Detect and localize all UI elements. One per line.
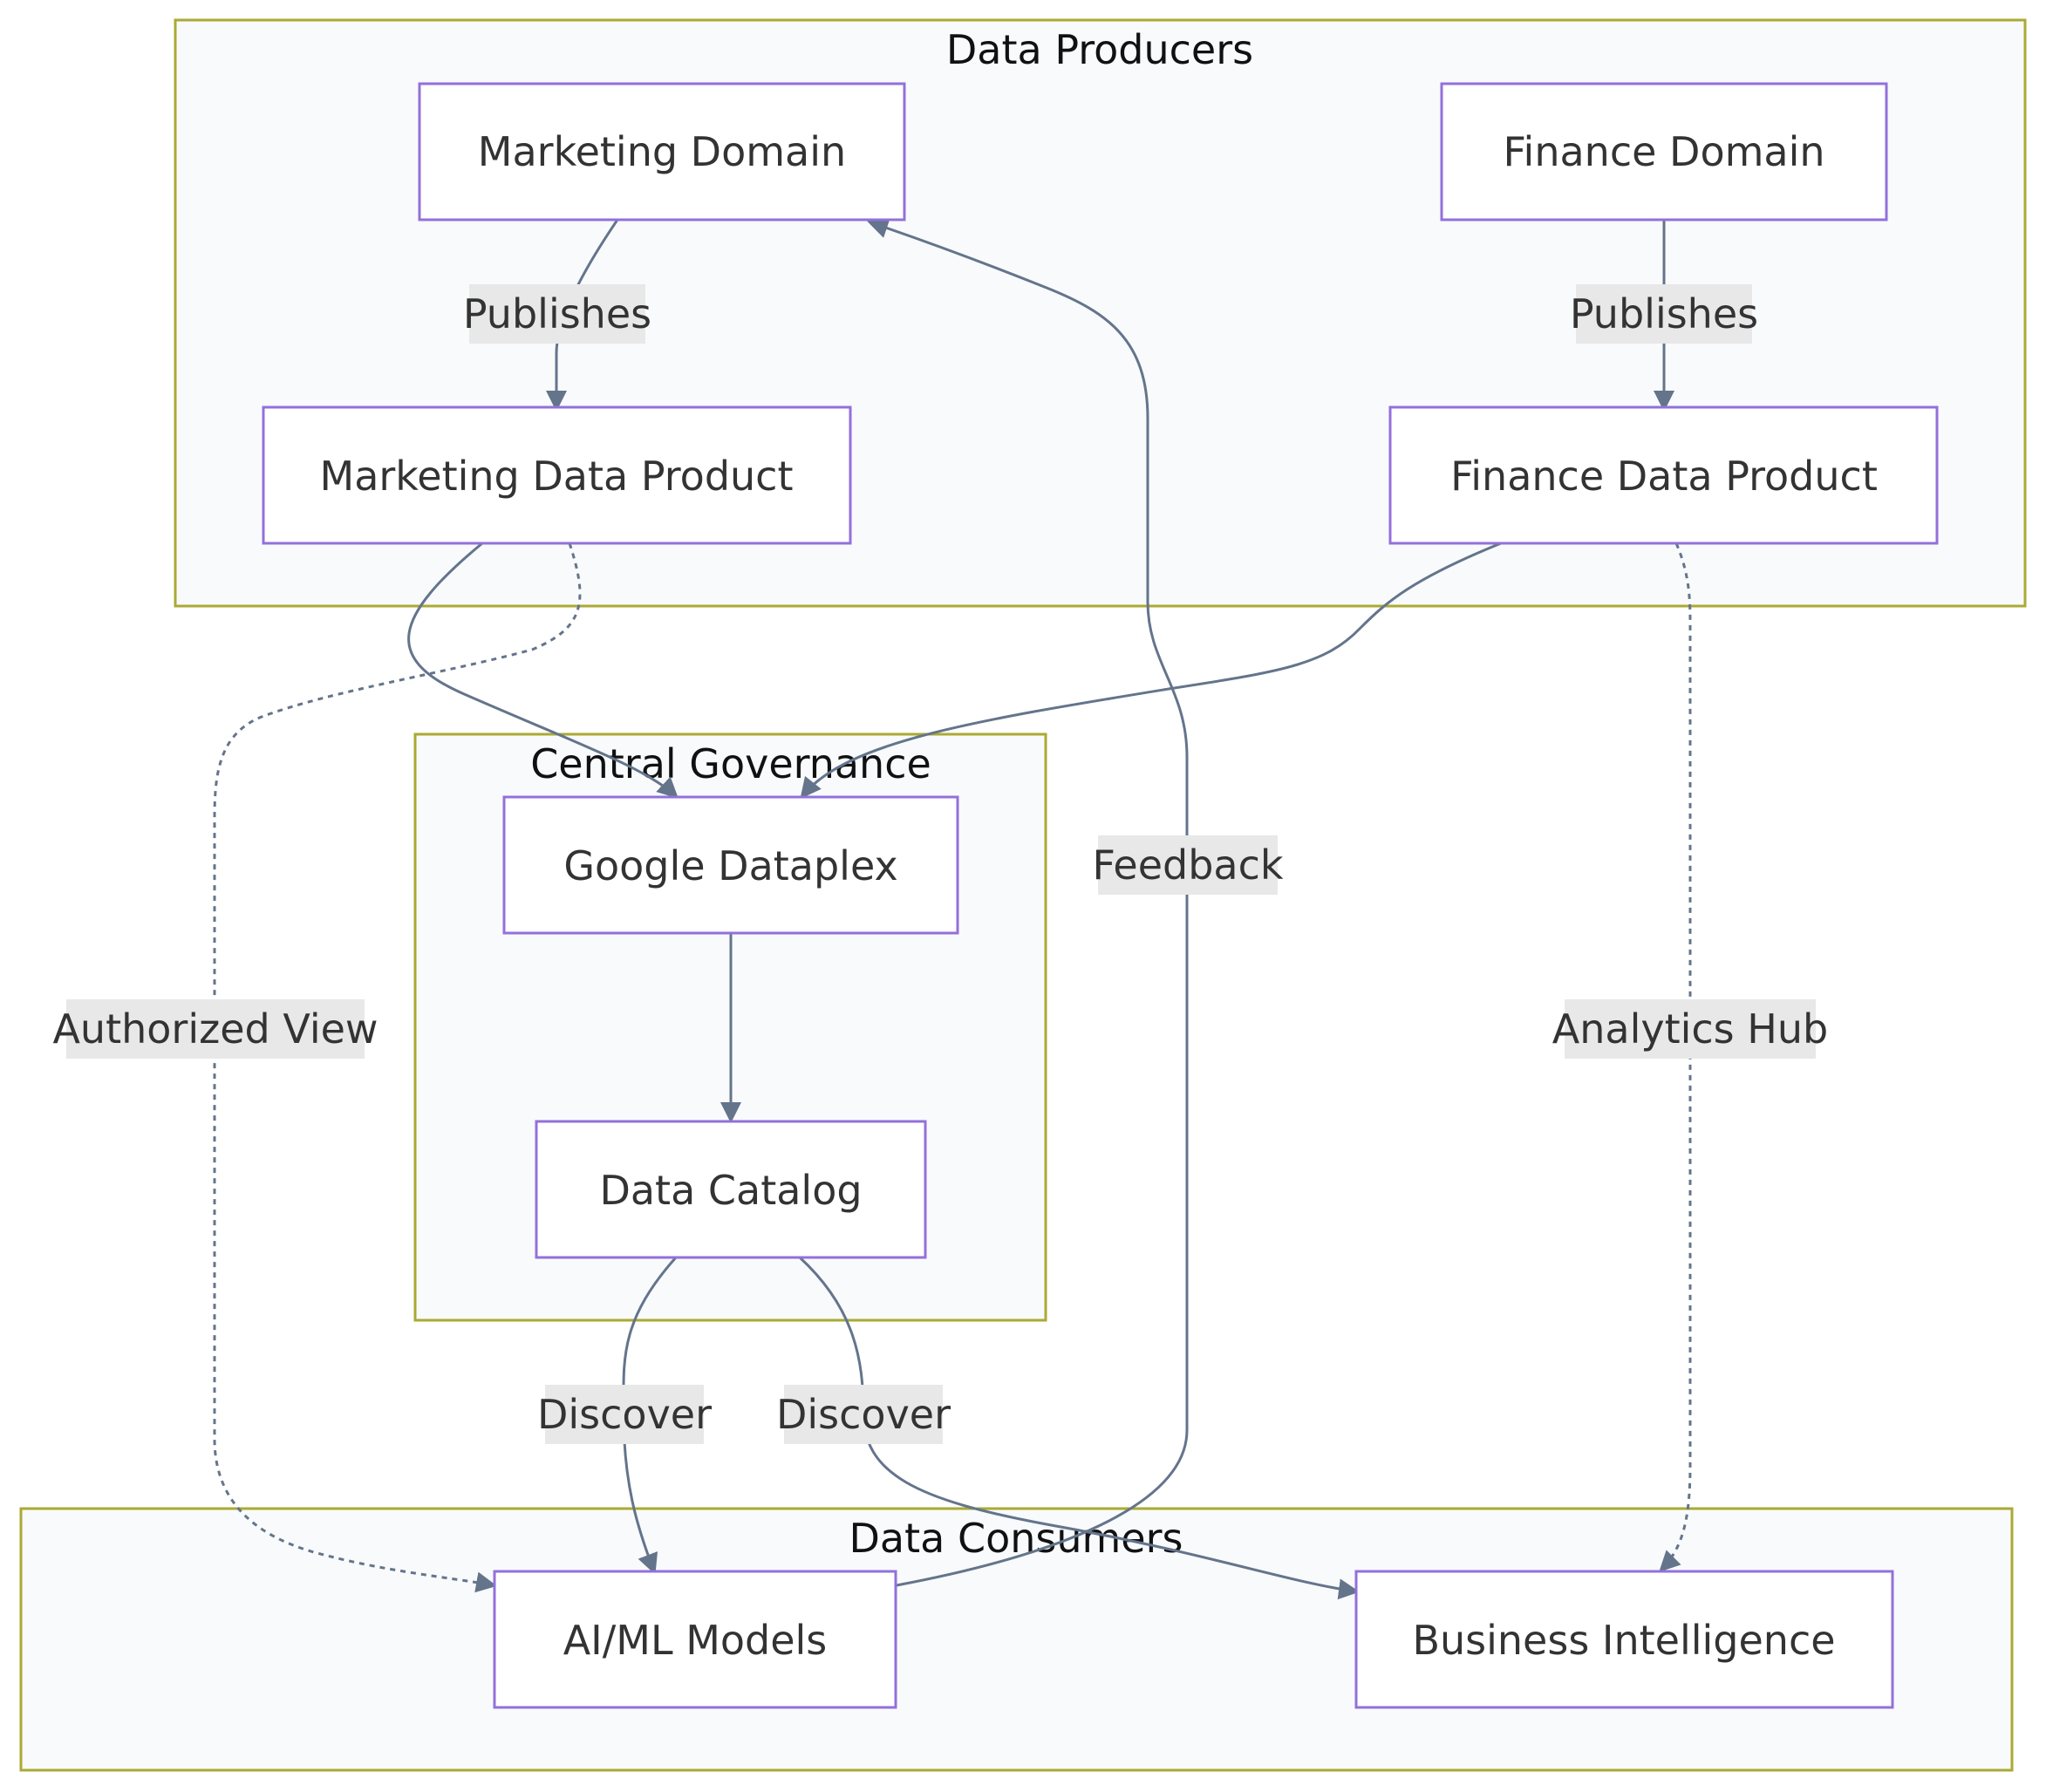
edge-marketing-product-to-dataplex (407, 542, 679, 799)
edge-labels: Publishes Publishes Authorized View Feed… (52, 284, 1828, 1444)
node-business-intelligence[interactable]: Business Intelligence (1354, 1570, 1894, 1709)
edge-finance-product-to-dataplex (800, 542, 1502, 800)
node-label: Marketing Data Product (320, 453, 794, 500)
node-label: Business Intelligence (1412, 1617, 1835, 1664)
svg-text:Publishes: Publishes (1570, 290, 1758, 337)
edge-label-authorized-view: Authorized View (52, 999, 379, 1059)
svg-text:Authorized View: Authorized View (52, 1005, 378, 1053)
edge-finance-product-analytics-hub-to-bi (1659, 542, 1692, 1572)
edge-catalog-to-bi (798, 1256, 1360, 1600)
edge-aiml-feedback-to-marketing-domain (867, 218, 1189, 1587)
node-label: Google Dataplex (563, 842, 897, 889)
svg-text:Publishes: Publishes (463, 290, 651, 337)
node-label: Finance Domain (1503, 128, 1824, 175)
cluster-title-governance: Central Governance (530, 740, 931, 787)
svg-text:Discover: Discover (776, 1391, 951, 1438)
node-label: Marketing Domain (478, 128, 846, 175)
cluster-title-producers: Data Producers (946, 26, 1253, 73)
edge-marketing-product-authorized-view-to-aiml (213, 542, 582, 1593)
node-finance-domain[interactable]: Finance Domain (1440, 82, 1888, 221)
node-label: AI/ML Models (563, 1617, 828, 1664)
edge-label-feedback: Feedback (1092, 835, 1284, 895)
svg-text:Discover: Discover (537, 1391, 712, 1438)
edge-label-discover-bi: Discover (776, 1385, 951, 1444)
node-google-dataplex[interactable]: Google Dataplex (502, 795, 959, 935)
node-data-catalog[interactable]: Data Catalog (535, 1120, 927, 1259)
svg-text:Feedback: Feedback (1092, 841, 1283, 889)
node-marketing-data-product[interactable]: Marketing Data Product (262, 405, 852, 545)
edges (213, 218, 1692, 1600)
node-label: Data Catalog (599, 1167, 862, 1214)
edge-label-discover-aiml: Discover (537, 1385, 712, 1444)
node-marketing-domain[interactable]: Marketing Domain (418, 82, 906, 221)
svg-text:Analytics Hub: Analytics Hub (1552, 1005, 1828, 1053)
cluster-title-consumers: Data Consumers (849, 1515, 1183, 1562)
edge-label-finance-publishes: Publishes (1570, 284, 1758, 344)
node-label: Finance Data Product (1450, 453, 1878, 500)
node-aiml-models[interactable]: AI/ML Models (493, 1570, 897, 1709)
node-finance-data-product[interactable]: Finance Data Product (1388, 405, 1939, 545)
edge-label-analytics-hub: Analytics Hub (1552, 999, 1828, 1059)
edge-label-marketing-publishes: Publishes (463, 284, 651, 344)
